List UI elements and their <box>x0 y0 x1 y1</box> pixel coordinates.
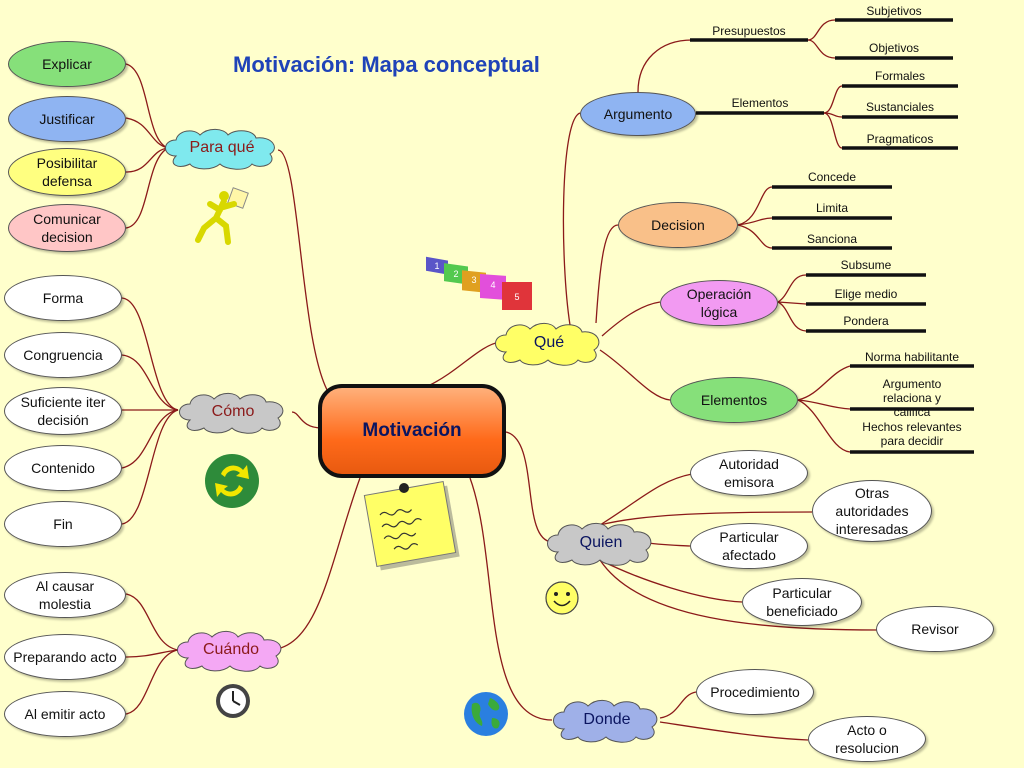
leaf-subjetivos: Subjetivos <box>866 4 922 18</box>
leaf-sustanciales: Sustanciales <box>865 100 935 114</box>
cloud-que[interactable]: Qué <box>490 320 608 366</box>
node-explicar[interactable]: Explicar <box>8 41 126 87</box>
node-suficiente-iter[interactable]: Suficiente iter decisión <box>4 387 122 435</box>
cloud-para-que-label: Para qué <box>189 139 255 156</box>
node-operacion-logica[interactable]: Operación lógica <box>660 280 778 326</box>
node-procedimiento-label: Procedimiento <box>710 684 800 700</box>
block-5-label: 5 <box>514 292 519 302</box>
cloud-donde[interactable]: Donde <box>548 697 666 743</box>
node-fin[interactable]: Fin <box>4 501 122 547</box>
running-man-icon <box>195 187 249 245</box>
node-posibilitar-defensa[interactable]: Posibilitar defensa <box>8 148 126 196</box>
node-congruencia-label: Congruencia <box>23 347 103 363</box>
leaf-norma-habilitante: Norma habilitante <box>864 350 960 364</box>
block-1-label: 1 <box>434 261 439 271</box>
node-contenido-label: Contenido <box>31 460 95 476</box>
node-particular-afectado-label: Particular afectado <box>719 529 779 563</box>
node-elementos-label: Elementos <box>700 392 768 408</box>
leaf-limita: Limita <box>815 201 848 215</box>
node-acto-resolucion-label: Acto o resolucion <box>835 722 899 756</box>
block-4-label: 4 <box>490 280 495 290</box>
node-al-causar-molestia-label: Al causar molestia <box>35 578 95 612</box>
cloud-que-label: Qué <box>533 334 565 351</box>
node-al-emitir-acto[interactable]: Al emitir acto <box>4 691 126 737</box>
cloud-quien-label: Quien <box>579 534 623 551</box>
recycle-icon <box>205 454 259 508</box>
node-argumento-label: Argumento <box>603 106 673 122</box>
leaf-presupuestos: Presupuestos <box>712 24 786 38</box>
node-explicar-label: Explicar <box>42 56 92 72</box>
node-particular-beneficiado-label: Particular beneficiado <box>766 585 838 619</box>
node-particular-afectado[interactable]: Particular afectado <box>690 523 808 569</box>
leaf-sanciona: Sanciona <box>806 232 858 246</box>
leaf-argumento-relaciona: Argumento relaciona y califica <box>882 377 942 419</box>
cloud-donde-label: Donde <box>583 711 631 728</box>
node-posibilitar-defensa-label: Posibilitar defensa <box>36 155 98 189</box>
node-forma[interactable]: Forma <box>4 275 122 321</box>
node-acto-resolucion[interactable]: Acto o resolucion <box>808 716 926 762</box>
node-congruencia[interactable]: Congruencia <box>4 332 122 378</box>
node-autoridad-emisora-label: Autoridad emisora <box>719 456 779 490</box>
leaf-objetivos: Objetivos <box>868 41 920 55</box>
cloud-como[interactable]: Cómo <box>174 390 292 434</box>
node-contenido[interactable]: Contenido <box>4 445 122 491</box>
node-preparando-acto-label: Preparando acto <box>13 649 117 665</box>
clock-icon <box>216 684 250 718</box>
block-2-label: 2 <box>453 269 458 279</box>
leaf-elementos-arg: Elementos <box>731 96 789 110</box>
leaf-pondera: Pondera <box>843 314 889 328</box>
cloud-cuando-label: Cuándo <box>202 641 260 658</box>
node-al-emitir-acto-label: Al emitir acto <box>24 706 106 722</box>
node-preparando-acto[interactable]: Preparando acto <box>4 634 126 680</box>
node-revisor[interactable]: Revisor <box>876 606 994 652</box>
globe-icon <box>464 692 508 736</box>
node-particular-beneficiado[interactable]: Particular beneficiado <box>742 578 862 626</box>
blocks-icon: 1 2 3 4 5 <box>426 256 532 310</box>
node-suficiente-iter-label: Suficiente iter decisión <box>20 394 106 428</box>
node-comunicar-decision-label: Comunicar decision <box>33 211 101 245</box>
leaf-hechos-relevantes: Hechos relevantes para decidir <box>862 420 962 448</box>
node-elementos[interactable]: Elementos <box>670 377 798 423</box>
page-title: Motivación: Mapa conceptual <box>233 52 540 77</box>
node-otras-autoridades-label: Otras autoridades interesadas <box>835 485 909 537</box>
node-al-causar-molestia[interactable]: Al causar molestia <box>4 572 126 618</box>
leaf-elige-medio: Elige medio <box>834 287 898 301</box>
block-3-label: 3 <box>471 275 476 285</box>
leaf-concede: Concede <box>807 170 857 184</box>
cloud-como-label: Cómo <box>211 403 255 420</box>
node-procedimiento[interactable]: Procedimiento <box>696 669 814 715</box>
node-forma-label: Forma <box>42 290 84 306</box>
center-node[interactable]: Motivación <box>318 384 506 478</box>
node-otras-autoridades[interactable]: Otras autoridades interesadas <box>812 480 932 542</box>
smiley-icon <box>545 581 579 615</box>
node-justificar[interactable]: Justificar <box>8 96 126 142</box>
cloud-cuando[interactable]: Cuándo <box>172 628 290 672</box>
node-justificar-label: Justificar <box>39 111 95 127</box>
sticky-note-icon <box>363 481 460 571</box>
leaf-pragmaticos: Pragmaticos <box>866 132 934 146</box>
node-fin-label: Fin <box>53 516 73 532</box>
leaf-subsume: Subsume <box>840 258 892 272</box>
node-decision-label: Decision <box>651 217 705 233</box>
node-comunicar-decision[interactable]: Comunicar decision <box>8 204 126 252</box>
cloud-quien[interactable]: Quien <box>542 520 660 566</box>
node-argumento[interactable]: Argumento <box>580 92 696 136</box>
leaf-formales: Formales <box>874 69 925 83</box>
node-autoridad-emisora[interactable]: Autoridad emisora <box>690 450 808 496</box>
node-decision[interactable]: Decision <box>618 202 738 248</box>
cloud-para-que[interactable]: Para qué <box>160 126 284 170</box>
node-revisor-label: Revisor <box>911 621 959 637</box>
node-operacion-logica-label: Operación lógica <box>686 286 752 320</box>
